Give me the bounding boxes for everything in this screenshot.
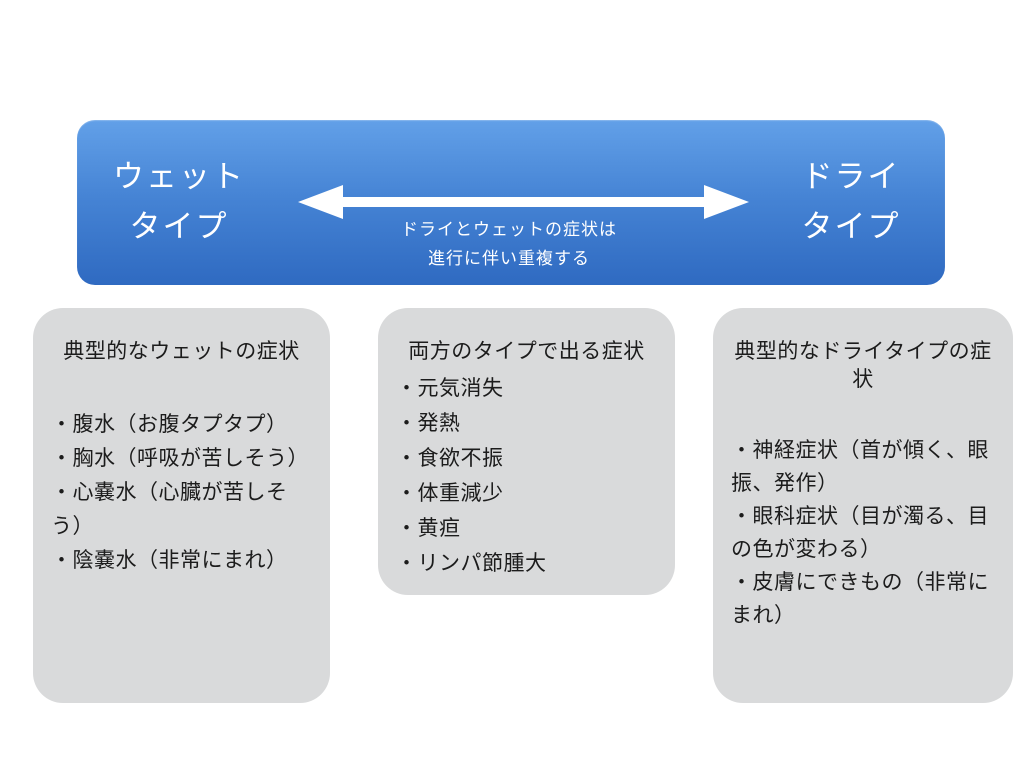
shared-symptoms-box: 両方のタイプで出る症状 ・元気消失 ・発熱 ・食欲不振 ・体重減少 ・黄疸 ・リ…: [378, 308, 675, 595]
type-spectrum-banner: ウェット タイプ ドライとウェットの症状は 進行に伴い重複する ドライ タイプ: [77, 120, 945, 285]
wet-type-label-line2: タイプ: [129, 209, 229, 244]
symptom-item: ・眼科症状（目が濁る、目の色が変わる）: [731, 505, 989, 561]
symptom-item: ・心嚢水（心臓が苦しそう）: [51, 481, 288, 538]
symptom-item: ・体重減少: [396, 482, 504, 505]
dry-type-label: ドライ タイプ: [771, 152, 931, 252]
wet-symptoms-title: 典型的なウェットの症状: [63, 340, 300, 363]
symptom-item: ・元気消失: [396, 377, 504, 400]
symptom-item: ・食欲不振: [396, 447, 504, 470]
dry-symptoms-box: 典型的なドライタイプの症状 ・神経症状（首が傾く、眼振、発作） ・眼科症状（目が…: [713, 308, 1013, 703]
symptom-item: ・発熱: [396, 412, 461, 435]
wet-type-label-line1: ウェット: [113, 159, 245, 194]
double-headed-arrow-icon: [298, 185, 749, 219]
symptom-item: ・黄疸: [396, 517, 461, 540]
symptom-item: ・神経症状（首が傾く、眼振、発作）: [731, 439, 989, 495]
shared-symptoms-list: ・元気消失 ・発熱 ・食欲不振 ・体重減少 ・黄疸 ・リンパ節腫大: [392, 371, 661, 581]
wet-type-label: ウェット タイプ: [99, 152, 259, 252]
arrow-caption-line2: 進行に伴い重複する: [428, 249, 590, 268]
symptom-item: ・胸水（呼吸が苦しそう）: [51, 447, 309, 470]
symptom-item: ・腹水（お腹タプタプ）: [51, 413, 288, 436]
arrow-caption: ドライとウェットの症状は 進行に伴い重複する: [359, 215, 659, 273]
symptom-item: ・皮膚にできもの（非常にまれ）: [731, 571, 989, 627]
dry-symptoms-list: ・神経症状（首が傾く、眼振、発作） ・眼科症状（目が濁る、目の色が変わる） ・皮…: [727, 434, 999, 632]
wet-symptoms-list: ・腹水（お腹タプタプ） ・胸水（呼吸が苦しそう） ・心嚢水（心臓が苦しそう） ・…: [47, 408, 316, 578]
dry-type-label-line2: タイプ: [801, 209, 901, 244]
wet-symptoms-box: 典型的なウェットの症状 ・腹水（お腹タプタプ） ・胸水（呼吸が苦しそう） ・心嚢…: [33, 308, 330, 703]
shared-symptoms-title: 両方のタイプで出る症状: [408, 340, 645, 363]
symptom-item: ・陰嚢水（非常にまれ）: [51, 549, 288, 572]
symptom-item: ・リンパ節腫大: [396, 552, 547, 575]
dry-type-label-line1: ドライ: [801, 159, 901, 194]
dry-symptoms-title: 典型的なドライタイプの症状: [734, 340, 992, 391]
arrow-caption-line1: ドライとウェットの症状は: [401, 220, 617, 239]
